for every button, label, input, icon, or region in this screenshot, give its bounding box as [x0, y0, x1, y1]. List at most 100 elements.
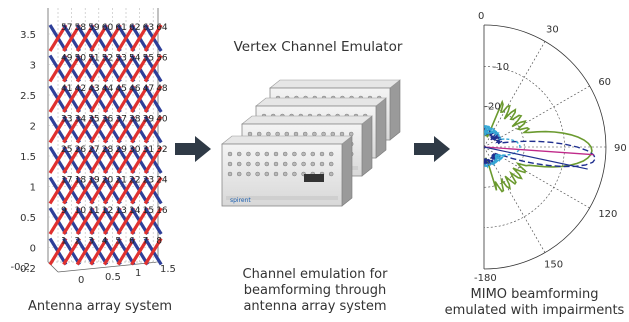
antenna-element-label: 25: [61, 145, 72, 155]
antenna-element-red: [48, 146, 68, 174]
antenna-element-label: 55: [143, 54, 154, 64]
beamforming-caption-line-1: MIMO beamforming: [470, 287, 599, 302]
unit-side: [341, 135, 353, 207]
antenna-element-red: [89, 176, 109, 205]
antenna-element-red: [75, 85, 95, 113]
connector-port: [312, 131, 317, 137]
antenna-element-label: 48: [156, 84, 168, 94]
antenna-element-label: 8: [156, 237, 162, 247]
y-tick-label: 3.5: [20, 30, 36, 41]
antenna-element-red: [103, 207, 122, 235]
connector-port: [273, 161, 279, 167]
y-tick-label: 3: [30, 61, 36, 72]
antenna-element-label: 30: [129, 145, 141, 155]
antenna-element-label: 34: [75, 115, 87, 125]
antenna-element-red: [143, 207, 163, 235]
connector-port: [339, 131, 345, 137]
antenna-element-red: [75, 54, 95, 83]
antenna-element-red: [143, 146, 163, 174]
polar-radial-label: -20: [484, 102, 500, 113]
antenna-element-label: 17: [61, 176, 72, 186]
connector-port: [246, 171, 251, 177]
connector-port: [247, 131, 253, 137]
connector-port: [292, 161, 297, 167]
antenna-element-label: 13: [115, 206, 126, 216]
connector-port: [237, 171, 242, 177]
antenna-element-label: 36: [102, 115, 114, 125]
connector-port: [328, 171, 334, 177]
antenna-element-red: [89, 237, 109, 266]
unit-top: [221, 135, 353, 145]
antenna-element-label: 37: [115, 115, 126, 125]
connector-port: [237, 161, 242, 167]
connector-port: [293, 131, 299, 137]
connector-port: [246, 161, 251, 167]
connector-port: [257, 131, 262, 137]
antenna-element-label: 7: [143, 237, 149, 247]
connector-port: [255, 171, 260, 177]
antenna-element-label: 16: [156, 206, 168, 216]
polar-grid-spoke: [483, 85, 590, 148]
y-tick-label: 0: [30, 244, 36, 255]
antenna-element-label: 11: [88, 206, 99, 216]
antenna-element-label: 63: [143, 23, 154, 33]
spirent-logo: spirent: [230, 197, 251, 204]
connector-port: [283, 161, 288, 167]
antenna-element-label: 60: [102, 23, 114, 33]
antenna-element-red: [143, 54, 163, 83]
antenna-element-red: [62, 85, 81, 113]
antenna-element-label: 47: [143, 84, 154, 94]
antenna-element-red: [103, 176, 122, 205]
antenna-element-label: 62: [129, 23, 140, 33]
connector-port: [283, 171, 288, 177]
antenna-element-label: 1: [61, 237, 67, 247]
y-tick-label: 1.5: [20, 152, 36, 163]
antenna-element-red: [48, 24, 68, 52]
polar-angle-label: 30: [546, 25, 559, 36]
antenna-element-label: 3: [88, 237, 94, 247]
antenna-element-label: 43: [88, 84, 99, 94]
antenna-element-red: [62, 115, 81, 144]
connector-port: [237, 151, 242, 157]
antenna-element-label: 59: [88, 23, 100, 33]
antenna-element-red: [89, 54, 109, 83]
antenna-element-label: 9: [61, 206, 67, 216]
antenna-element-red: [130, 85, 149, 113]
antenna-element-label: 35: [88, 115, 99, 125]
y-tick-label: 2.5: [20, 91, 36, 102]
antenna-element-red: [116, 237, 136, 266]
antenna-element-red: [143, 85, 163, 113]
antenna-element-label: 10: [75, 206, 87, 216]
unit-side: [375, 97, 387, 159]
antenna-caption: Antenna array system: [27, 299, 173, 314]
antenna-element-label: 45: [115, 84, 126, 94]
x-tick-label: 1.5: [160, 264, 176, 275]
antenna-element-red: [48, 207, 68, 235]
antenna-element-red: [116, 24, 136, 52]
antenna-element-red: [62, 176, 81, 205]
polar-radial-label: -10: [493, 62, 509, 73]
antenna-element-red: [130, 237, 149, 266]
y-tick-label: 0.5: [20, 213, 36, 224]
emulator-caption: Channel emulation for beamforming throug…: [205, 267, 425, 315]
antenna-element-label: 42: [75, 84, 86, 94]
antenna-element-label: 12: [102, 206, 113, 216]
beam-pattern-green: [483, 99, 593, 193]
antenna-element-label: 5: [115, 237, 121, 247]
connector-port: [275, 131, 280, 137]
antenna-element-label: 15: [143, 206, 154, 216]
unit-side: [389, 79, 401, 141]
antenna-element-label: 20: [102, 176, 114, 186]
connector-port: [266, 131, 271, 137]
beam-direction-line: [483, 146, 588, 170]
antenna-element-label: 61: [115, 23, 126, 33]
connector-port: [273, 171, 279, 177]
antenna-element-red: [103, 54, 122, 83]
polar-grid-spoke: [483, 146, 546, 253]
antenna-element-red: [89, 115, 109, 144]
connector-port: [348, 131, 354, 137]
antenna-element-red: [89, 85, 109, 113]
antenna-element-red: [103, 146, 122, 174]
